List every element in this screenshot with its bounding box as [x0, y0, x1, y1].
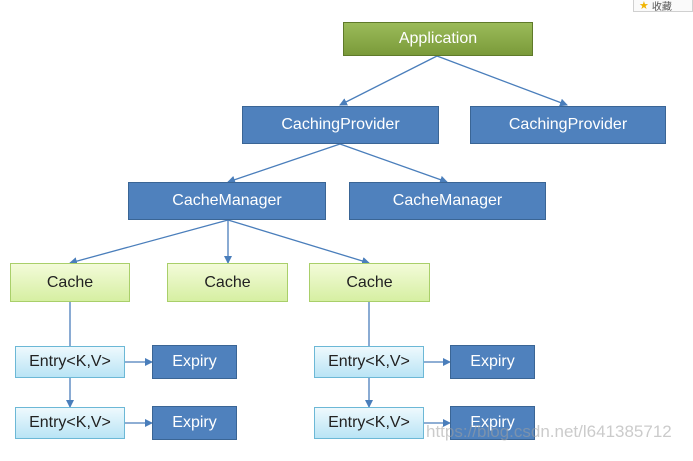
favorite-label: 收藏 [651, 2, 672, 12]
caching-provider-node-1: CachingProvider [242, 106, 439, 144]
cache-node-2: Cache [167, 263, 288, 302]
edge-application-provider-1 [339, 55, 438, 106]
edge-provider-manager-1 [227, 143, 341, 184]
edge-provider-manager-2 [339, 143, 448, 184]
edge-manager-cache-3 [227, 219, 370, 265]
entry-node-right-1: Entry<K,V> [314, 346, 424, 378]
entry-node-right-2: Entry<K,V> [314, 407, 424, 439]
caching-provider-node-2: CachingProvider [470, 106, 666, 144]
expiry-node-right-1: Expiry [450, 345, 535, 379]
watermark-text: https://blog.csdn.net/l641385712 [426, 422, 672, 441]
entry-node-left-1: Entry<K,V> [15, 346, 125, 378]
edge-manager-cache-1 [69, 219, 229, 266]
expiry-node-left-1: Expiry [152, 345, 237, 379]
favorite-badge[interactable]: ★ 收藏 [633, 0, 693, 12]
application-node: Application [343, 22, 533, 56]
cache-manager-node-1: CacheManager [128, 182, 326, 220]
cache-node-3: Cache [309, 263, 430, 302]
cache-manager-node-2: CacheManager [349, 182, 546, 220]
edge-application-provider-2 [436, 55, 568, 107]
cache-node-1: Cache [10, 263, 130, 302]
expiry-node-left-2: Expiry [152, 406, 237, 440]
star-icon: ★ [639, 0, 649, 12]
expiry-node-right-2: Expiry [450, 406, 535, 440]
entry-node-left-2: Entry<K,V> [15, 407, 125, 439]
